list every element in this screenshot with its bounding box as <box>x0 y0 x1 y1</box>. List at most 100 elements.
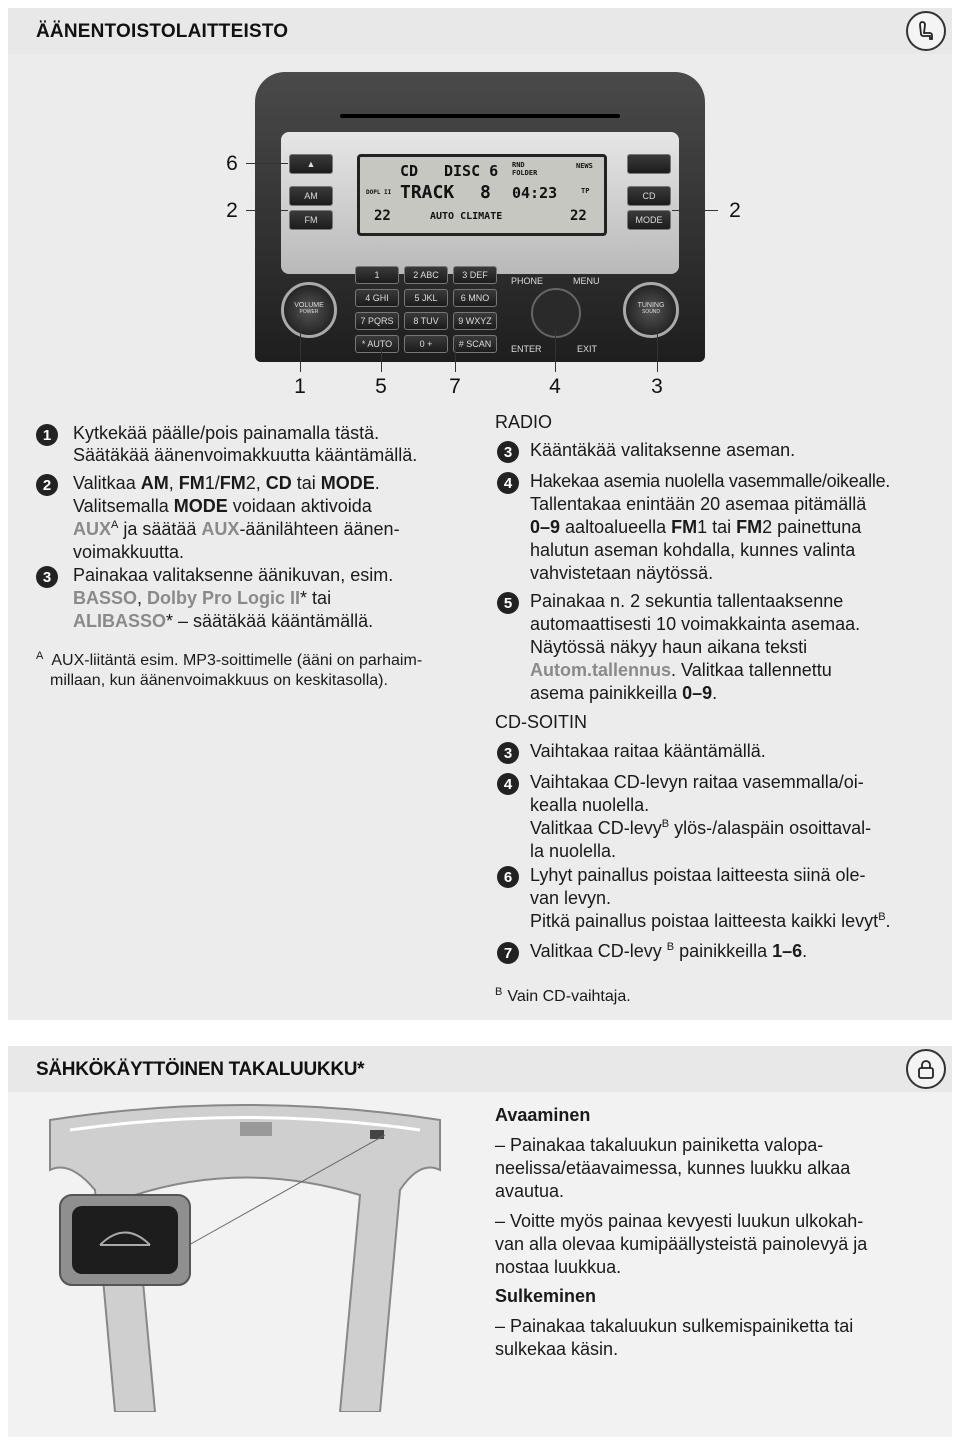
r5-line2: automaattisesti 10 voimakkainta asemaa. <box>530 614 861 634</box>
keypad-key: * AUTO <box>355 335 399 353</box>
display-disc: DISC 6 <box>444 162 499 180</box>
display-temp-left: 22 <box>374 208 391 224</box>
item-number: 6 <box>497 866 519 888</box>
section-title: ÄÄNENTOISTOLAITTEISTO <box>36 21 289 42</box>
closing-heading: Sulkeminen <box>495 1286 597 1306</box>
item-number: 3 <box>497 441 519 463</box>
callout-3: 3 <box>651 375 663 398</box>
c4-line4: la nuolella. <box>530 841 617 861</box>
c6-line2: van levyn. <box>530 888 612 908</box>
r4-line2: Tallentakaa enintään 20 asemaa pitämällä <box>530 494 867 514</box>
opening-p2-l1: – Voitte myös painaa kevyesti luukun ulk… <box>495 1211 864 1231</box>
nav-pad <box>531 288 581 338</box>
footnote-a-line2: millaan, kun äänenvoimakkuus on keskitas… <box>50 672 388 689</box>
item3-line2: BASSO, Dolby Pro Logic II* tai <box>73 588 332 608</box>
keypad-key: 3 DEF <box>453 266 497 284</box>
keypad-key: 4 GHI <box>355 289 399 307</box>
keypad-key: 6 MNO <box>453 289 497 307</box>
callout-4: 4 <box>549 375 561 398</box>
seat-icon <box>906 11 946 51</box>
radio-unit-image: CD DISC 6 RND FOLDER NEWS TRACK 8 04:23 … <box>255 72 705 362</box>
r4-line1: Hakekaa asemia nuolella vasemmalle/oikea… <box>530 471 890 491</box>
r4-line3: 0–9 aaltoalueella FM1 tai FM2 painettuna <box>530 517 862 537</box>
display-cd: CD <box>400 162 419 180</box>
item-number: 3 <box>36 566 58 588</box>
callout-line <box>381 345 382 372</box>
display-track: TRACK <box>400 182 455 203</box>
power-label: POWER <box>299 309 319 315</box>
item2-line1: Valitkaa AM, FM1/FM2, CD tai MODE. <box>73 473 380 493</box>
c4-line1: Vaihtakaa CD-levyn raitaa vasemmalla/oi- <box>530 772 864 792</box>
tailgate-illustration <box>49 1104 441 1412</box>
cd-button: CD <box>627 186 671 206</box>
item3-line1: Painakaa valitaksenne äänikuvan, esim. <box>73 565 394 585</box>
callout-line <box>555 330 556 372</box>
closing-p1-l1: – Painakaa takaluukun sulkemispainiketta… <box>495 1316 854 1336</box>
c6-line1: Lyhyt painallus poistaa laitteesta siinä… <box>530 865 866 885</box>
c6-line3: Pitkä painallus poistaa laitteesta kaikk… <box>530 911 891 931</box>
display-auto-climate: AUTO CLIMATE <box>430 211 503 222</box>
item1-line1: Kytkekää päälle/pois painamalla tästä. <box>73 423 380 443</box>
c7-text: Valitkaa CD-levy B painikkeilla 1–6. <box>530 941 808 961</box>
display-rnd: RND <box>512 161 525 169</box>
callout-6: 6 <box>226 152 238 175</box>
radio-display: CD DISC 6 RND FOLDER NEWS TRACK 8 04:23 … <box>357 154 607 236</box>
display-news: NEWS <box>576 162 593 170</box>
keypad-key: 8 TUV <box>404 312 448 330</box>
item2-line3: AUXA ja säätää AUX-äänilähteen äänen- <box>73 519 400 539</box>
keypad-key: 2 ABC <box>404 266 448 284</box>
item2-line4: voimakkuutta. <box>73 542 185 562</box>
r5-line5: asema painikkeilla 0–9. <box>530 683 718 703</box>
callout-line <box>657 330 658 372</box>
item3-line3: ALIBASSO* – säätäkää kääntämällä. <box>73 611 374 631</box>
r4-line5: vahvistetaan näytössä. <box>530 563 714 583</box>
callout-5: 5 <box>375 375 387 398</box>
item-number: 5 <box>497 592 519 614</box>
item-number: 2 <box>36 474 58 496</box>
display-temp-right: 22 <box>570 208 587 224</box>
display-track-no: 8 <box>480 182 491 203</box>
r5-line3: Näytössä näkyy haun aikana teksti <box>530 637 808 657</box>
cd-heading: CD-SOITIN <box>495 712 587 732</box>
display-tp: TP <box>581 187 590 195</box>
volume-knob: VOLUME POWER <box>281 282 337 338</box>
r4-line4: halutun aseman kohdalla, kunnes valinta <box>530 540 856 560</box>
callout-line <box>300 320 301 372</box>
section-header: ÄÄNENTOISTOLAITTEISTO <box>8 8 952 54</box>
radio-heading: RADIO <box>495 412 553 432</box>
tuning-knob: TUNING SOUND <box>623 282 679 338</box>
closing-p1-l2: sulkekaa käsin. <box>495 1339 619 1359</box>
r3-text: Kääntäkää valitaksenne aseman. <box>530 440 796 460</box>
opening-p1-l2: neelissa/etäavaimessa, kunnes luukku alk… <box>495 1158 851 1178</box>
sound-label: SOUND <box>641 309 661 315</box>
am-button: AM <box>289 186 333 206</box>
callout-1: 1 <box>294 375 306 398</box>
keypad-key: 5 JKL <box>404 289 448 307</box>
r5-line4: Autom.tallennus. Valitkaa tallennettu <box>530 660 832 680</box>
mode-button: MODE <box>627 210 671 230</box>
display-time: 04:23 <box>512 184 558 202</box>
menu-button: MENU <box>573 276 600 286</box>
tuning-label: TUNING <box>637 302 665 309</box>
keypad-key: 0 + <box>404 335 448 353</box>
volume-label: VOLUME <box>294 302 324 309</box>
keypad-key: 9 WXYZ <box>453 312 497 330</box>
callout-line <box>455 345 456 372</box>
r5-line1: Painakaa n. 2 sekuntia tallentaaksenne <box>530 591 844 611</box>
keypad-key: 1 <box>355 266 399 284</box>
callout-2-left: 2 <box>226 199 238 222</box>
fm-button: FM <box>289 210 333 230</box>
item1-line2: Säätäkää äänenvoimakkuutta kääntämällä. <box>73 445 418 465</box>
callout-line <box>246 210 288 211</box>
opening-p1-l1: – Painakaa takaluukun painiketta valopa- <box>495 1135 824 1155</box>
keypad-key: # SCAN <box>453 335 497 353</box>
c3-text: Vaihtakaa raitaa kääntämällä. <box>530 741 766 761</box>
eject-button: ▲ <box>289 154 333 174</box>
display-folder: FOLDER <box>512 169 538 177</box>
opening-heading: Avaaminen <box>495 1105 591 1125</box>
keypad: 1 2 ABC 3 DEF 4 GHI 5 JKL 6 MNO 7 PQRS 8… <box>355 266 501 362</box>
phone-button: PHONE <box>511 276 544 286</box>
opening-p2-l2: van alla olevaa kumipäällysteistä painol… <box>495 1234 868 1254</box>
